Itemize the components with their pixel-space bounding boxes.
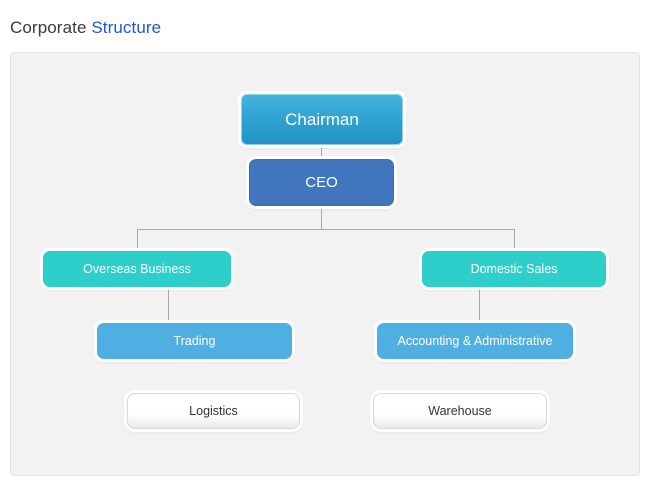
node-domestic-sales-label: Domestic Sales	[470, 262, 558, 276]
node-accounting-administrative[interactable]: Accounting & Administrative	[377, 323, 573, 359]
page-title-accent: Structure	[91, 18, 162, 37]
node-overseas-business-label: Overseas Business	[83, 262, 191, 276]
node-logistics[interactable]: Logistics	[127, 393, 300, 429]
node-overseas-business[interactable]: Overseas Business	[43, 251, 231, 287]
page-title: Corporate Structure	[10, 18, 161, 38]
node-chairman[interactable]: Chairman	[241, 94, 403, 145]
node-warehouse[interactable]: Warehouse	[373, 393, 547, 429]
node-trading-label: Trading	[173, 334, 216, 348]
node-accounting-administrative-label: Accounting & Administrative	[397, 334, 553, 348]
node-logistics-label: Logistics	[189, 404, 238, 418]
node-domestic-sales[interactable]: Domestic Sales	[422, 251, 606, 287]
node-warehouse-label: Warehouse	[428, 404, 492, 418]
node-ceo-label: CEO	[305, 174, 338, 191]
page-title-primary: Corporate	[10, 18, 87, 37]
org-chart-panel: Chairman CEO Overseas Business Domestic …	[10, 52, 640, 476]
node-ceo[interactable]: CEO	[249, 159, 394, 206]
node-chairman-label: Chairman	[285, 109, 359, 129]
node-trading[interactable]: Trading	[97, 323, 292, 359]
